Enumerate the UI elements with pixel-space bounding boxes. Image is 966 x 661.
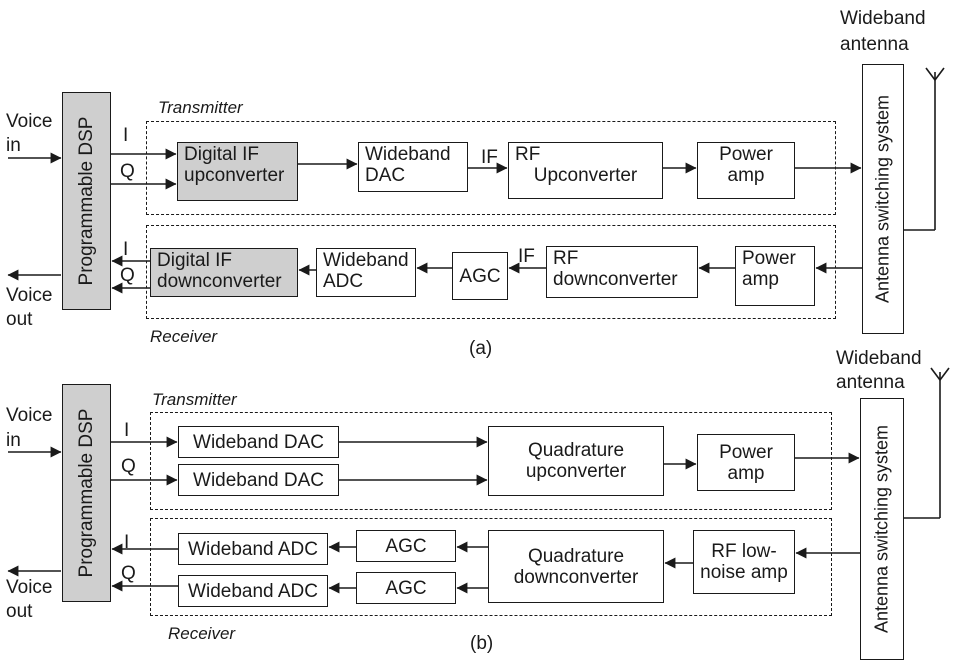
voice-out-a-line2: out <box>6 309 33 330</box>
tx-a-if-label: IF <box>481 147 498 168</box>
wideband-adc-a: Wideband ADC <box>316 248 416 297</box>
wideband-adc-b-i-label: Wideband ADC <box>188 538 318 560</box>
rf-low-noise-amp-b-line2: noise amp <box>700 562 788 583</box>
rf-downconverter-a-line1: RF <box>553 248 579 269</box>
rf-upconverter-a: RF Upconverter <box>508 142 663 199</box>
transmitter-a-label: Transmitter <box>158 98 243 117</box>
antenna-b-label-line1: Wideband <box>836 348 922 369</box>
receiver-b-label: Receiver <box>168 624 236 643</box>
wideband-dac-b-i: Wideband DAC <box>178 426 339 458</box>
transmitter-b-region <box>150 412 832 510</box>
digital-if-upconverter-a-line2: upconverter <box>184 165 285 186</box>
agc-b-i-label: AGC <box>385 535 427 557</box>
rx-b-i-label: I <box>124 532 130 553</box>
rx-b-q-label: Q <box>121 563 136 584</box>
rf-downconverter-a: RF downconverter <box>546 246 698 298</box>
power-amp-b-line2: amp <box>727 462 765 484</box>
digital-if-downconverter-a-line1: Digital IF <box>157 250 232 271</box>
agc-a-label: AGC <box>459 265 501 287</box>
voice-in-a-line1: Voice <box>6 111 53 132</box>
power-amp-b: Power amp <box>697 434 795 491</box>
wideband-adc-b-q: Wideband ADC <box>178 575 328 607</box>
power-amp-tx-a-line2: amp <box>727 165 765 186</box>
receiver-a-region <box>146 225 836 319</box>
quadrature-upconverter-b-line1: Quadrature <box>527 440 625 461</box>
antenna-b-label-line2: antenna <box>836 372 905 393</box>
wideband-adc-a-line1: Wideband <box>323 250 409 271</box>
tx-b-i-label: I <box>124 420 130 441</box>
voice-out-b-line1: Voice <box>6 577 53 598</box>
wideband-dac-b-i-label: Wideband DAC <box>193 431 324 453</box>
power-amp-rx-a-line1: Power <box>742 248 796 269</box>
quadrature-downconverter-b-line2: downconverter <box>513 566 639 588</box>
quadrature-downconverter-b-line1: Quadrature <box>527 545 625 567</box>
rf-downconverter-a-line2: downconverter <box>553 269 678 290</box>
tx-a-q-label: Q <box>120 161 135 182</box>
rf-upconverter-a-line1: RF <box>515 144 541 165</box>
quadrature-upconverter-b-line2: upconverter <box>525 461 627 482</box>
power-amp-rx-a: Power amp <box>735 246 815 306</box>
rf-low-noise-amp-b: RF low- noise amp <box>693 530 795 594</box>
voice-out-a-line1: Voice <box>6 285 53 306</box>
digital-if-upconverter-a-line1: Digital IF <box>184 144 259 165</box>
rf-upconverter-a-line2: Upconverter <box>533 165 638 186</box>
antenna-b-icon <box>930 367 950 382</box>
power-amp-tx-a-line1: Power <box>719 144 773 165</box>
power-amp-rx-a-line2: amp <box>742 269 779 290</box>
voice-in-b-line1: Voice <box>6 405 53 426</box>
programmable-dsp-a: Programmable DSP <box>62 92 111 310</box>
quadrature-downconverter-b: Quadrature downconverter <box>488 530 664 603</box>
power-amp-tx-a: Power amp <box>697 142 795 199</box>
agc-b-q-label: AGC <box>385 577 427 599</box>
digital-if-downconverter-a: Digital IF downconverter <box>150 248 298 297</box>
tx-b-q-label: Q <box>121 456 136 477</box>
caption-b: (b) <box>470 633 494 654</box>
tx-a-i-label: I <box>123 125 129 146</box>
agc-b-i: AGC <box>356 530 456 562</box>
digital-if-upconverter-a: Digital IF upconverter <box>177 142 298 201</box>
wideband-dac-a: Wideband DAC <box>358 142 468 192</box>
wideband-adc-b-q-label: Wideband ADC <box>188 580 318 602</box>
rx-a-q-label: Q <box>120 265 135 286</box>
wideband-dac-a-line1: Wideband <box>365 144 451 165</box>
wideband-dac-b-q: Wideband DAC <box>178 464 339 496</box>
transmitter-b-label: Transmitter <box>152 390 237 409</box>
antenna-a-label-line2: antenna <box>840 34 909 55</box>
antenna-a-icon <box>925 67 945 82</box>
antenna-switching-system-a: Antenna switching system <box>862 64 904 334</box>
wideband-adc-a-line2: ADC <box>323 271 364 292</box>
caption-a: (a) <box>469 338 493 359</box>
quadrature-upconverter-b: Quadrature upconverter <box>488 426 664 496</box>
receiver-a-label: Receiver <box>150 327 218 346</box>
rx-a-if-label: IF <box>518 246 535 267</box>
wideband-adc-b-i: Wideband ADC <box>178 533 328 565</box>
antenna-switching-system-b: Antenna switching system <box>860 398 904 660</box>
power-amp-b-line1: Power <box>719 441 773 463</box>
wideband-dac-b-q-label: Wideband DAC <box>193 469 324 491</box>
voice-in-b-line2: in <box>6 430 21 451</box>
programmable-dsp-b: Programmable DSP <box>62 384 111 602</box>
voice-in-a-line2: in <box>6 135 21 156</box>
wideband-dac-a-line2: DAC <box>365 165 406 186</box>
antenna-a-label-line1: Wideband <box>840 8 926 29</box>
rx-a-i-label: I <box>123 239 129 260</box>
voice-out-b-line2: out <box>6 601 33 622</box>
receiver-b-region <box>150 518 832 616</box>
agc-b-q: AGC <box>356 572 456 604</box>
digital-if-downconverter-a-line2: downconverter <box>157 271 282 292</box>
agc-a: AGC <box>452 252 508 300</box>
rf-low-noise-amp-b-line1: RF low- <box>711 541 777 562</box>
